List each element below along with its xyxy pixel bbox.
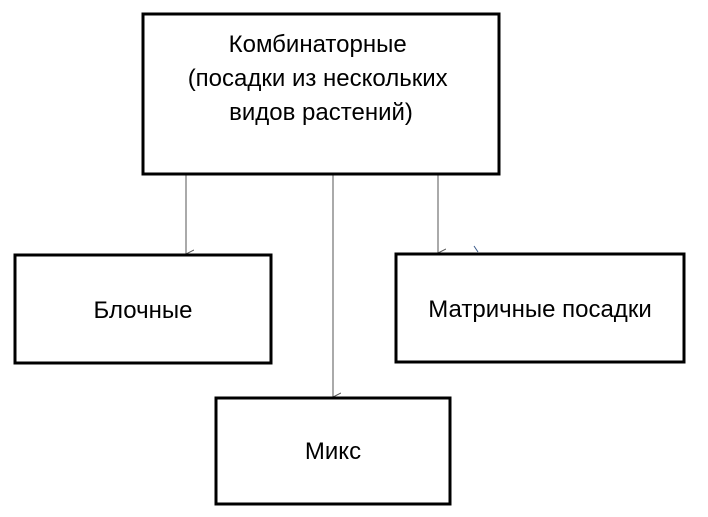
mix-node-label: Микс [305, 438, 361, 465]
root-node-box [141, 12, 501, 176]
matrix-node-label: Матричные посадки [428, 296, 651, 323]
mix-node: Микс [214, 396, 452, 506]
stray-tick-mark [473, 245, 479, 253]
mix-node-box [214, 396, 452, 506]
root-node: Комбинаторные (посадки из нескольких вид… [141, 12, 501, 176]
root-node-line-3: видов растений) [229, 99, 413, 126]
block-node: Блочные [13, 253, 273, 365]
root-node-label: Комбинаторные (посадки из нескольких вид… [188, 31, 455, 126]
block-node-box [13, 253, 273, 365]
matrix-node-box [394, 252, 686, 364]
root-node-line-1: Комбинаторные [229, 31, 407, 58]
block-node-label: Блочные [94, 297, 193, 324]
root-node-line-2: (посадки из нескольких [188, 65, 448, 92]
matrix-node: Матричные посадки [394, 252, 686, 364]
